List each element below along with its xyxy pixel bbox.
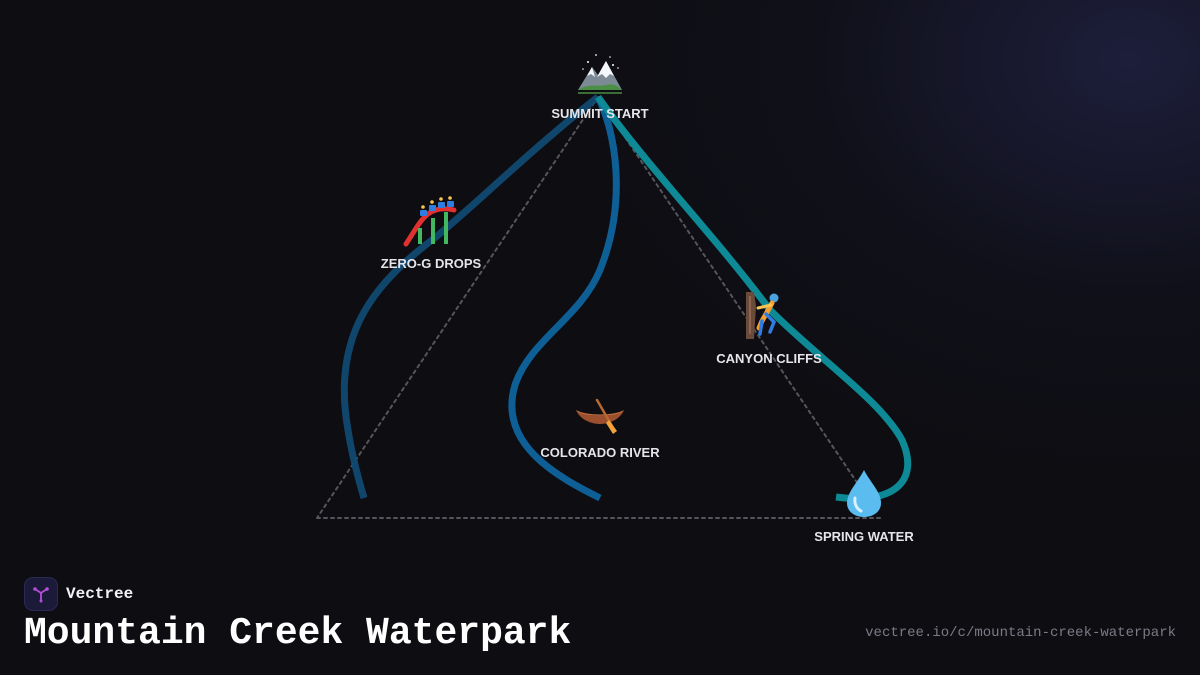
page-title: Mountain Creek Waterpark (24, 612, 572, 655)
guide-triangle (316, 96, 885, 519)
node-label: SPRING WATER (814, 529, 914, 544)
path-summit-to-spring-water (595, 94, 912, 502)
path-summit-to-colorado-river (508, 95, 620, 502)
snow-capped-mountain-icon (578, 54, 622, 94)
node-zero-g-drops[interactable]: ZERO-G DROPS (381, 196, 482, 271)
roller-coaster-icon (403, 196, 457, 247)
node-spring-water[interactable]: SPRING WATER (814, 470, 914, 544)
rock-climber-icon (746, 292, 779, 339)
node-label: ZERO-G DROPS (381, 256, 482, 271)
brand-name: Vectree (66, 585, 134, 603)
droplet-icon (847, 470, 881, 517)
node-label: COLORADO RIVER (540, 445, 660, 460)
page-url[interactable]: vectree.io/c/mountain-creek-waterpark (865, 625, 1176, 641)
vectree-tree-icon (24, 577, 58, 611)
path-summit-to-zero-g (340, 94, 601, 500)
brand[interactable]: Vectree (24, 577, 133, 611)
node-label: SUMMIT START (551, 106, 648, 121)
node-summit-start[interactable]: SUMMIT START (551, 54, 649, 121)
node-colorado-river[interactable]: COLORADO RIVER (540, 398, 660, 460)
node-canyon-cliffs[interactable]: CANYON CLIFFS (716, 292, 822, 366)
canoe-icon (576, 398, 624, 434)
node-label: CANYON CLIFFS (716, 351, 822, 366)
